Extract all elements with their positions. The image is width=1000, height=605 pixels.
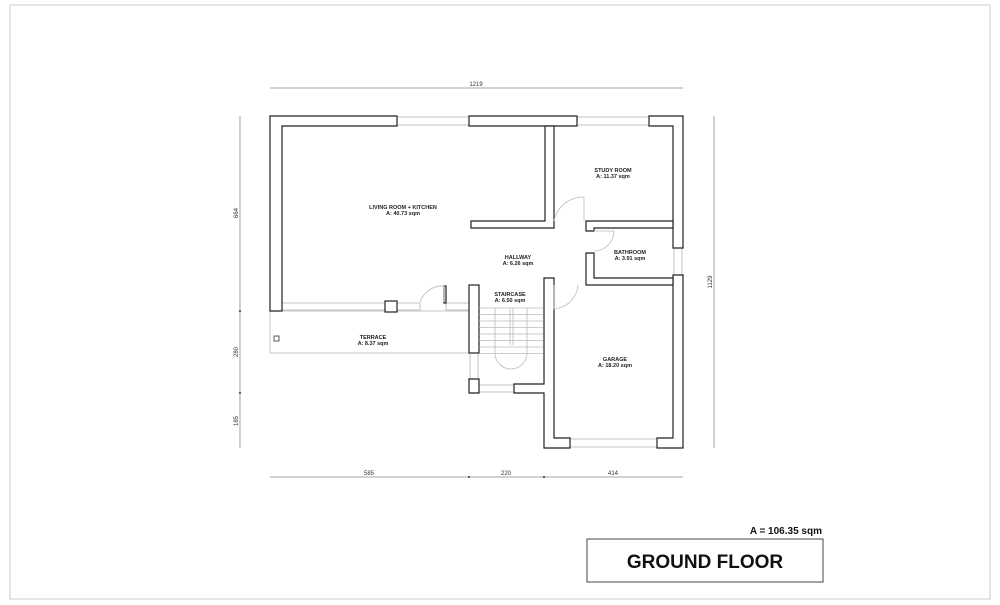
room-area: A: 3.91 sqm (615, 256, 646, 262)
dimension-bottom: 414 (608, 471, 619, 477)
room-area: A: 40.73 sqm (386, 211, 420, 217)
door-swing (553, 196, 585, 222)
window (396, 302, 421, 311)
walls (269, 115, 684, 449)
dimension-bottom: 220 (501, 471, 512, 477)
dimension-bottom: 585 (364, 471, 375, 477)
terrace-post (273, 335, 280, 342)
room-area: A: 11.37 sqm (596, 174, 630, 180)
window (281, 302, 386, 311)
window (576, 116, 650, 126)
dimension-left: 185 (234, 415, 240, 426)
title-box (586, 538, 824, 583)
room-name: HALLWAY (505, 255, 532, 261)
door-swing (553, 284, 579, 310)
dimension-left: 664 (234, 207, 240, 218)
room-name: BATHROOM (614, 250, 646, 256)
total-area: A = 106.35 sqm (750, 526, 822, 537)
window (478, 384, 516, 393)
window (445, 302, 470, 311)
dimension-right: 1129 (708, 275, 714, 289)
page-border (9, 4, 991, 600)
dimension-left: 280 (234, 346, 240, 357)
room-name: STAIRCASE (494, 292, 526, 298)
doors (419, 196, 615, 310)
staircase-steps (479, 307, 543, 370)
room-name: GARAGE (603, 357, 627, 363)
window (396, 116, 470, 126)
window (469, 352, 479, 380)
floor-title: GROUND FLOOR (627, 552, 783, 573)
stair-turn (494, 352, 528, 370)
door-swing (419, 285, 445, 303)
room-area: A: 8.37 sqm (358, 341, 389, 347)
room-labels: LIVING ROOM + KITCHEN A: 40.73 sqm STUDY… (358, 168, 647, 369)
window (569, 438, 658, 448)
door-swing (593, 230, 615, 252)
room-area: A: 6.26 sqm (503, 261, 534, 267)
window (673, 247, 683, 276)
room-area: A: 18.20 sqm (598, 363, 632, 369)
room-name: STUDY ROOM (594, 168, 632, 174)
dimension-top: 1219 (469, 82, 483, 88)
room-name: TERRACE (360, 335, 387, 341)
room-area: A: 6.50 sqm (495, 298, 526, 304)
room-name: LIVING ROOM + KITCHEN (369, 205, 437, 211)
dimension-lines: 1219 664 280 185 1129 585 220 414 (234, 82, 715, 478)
